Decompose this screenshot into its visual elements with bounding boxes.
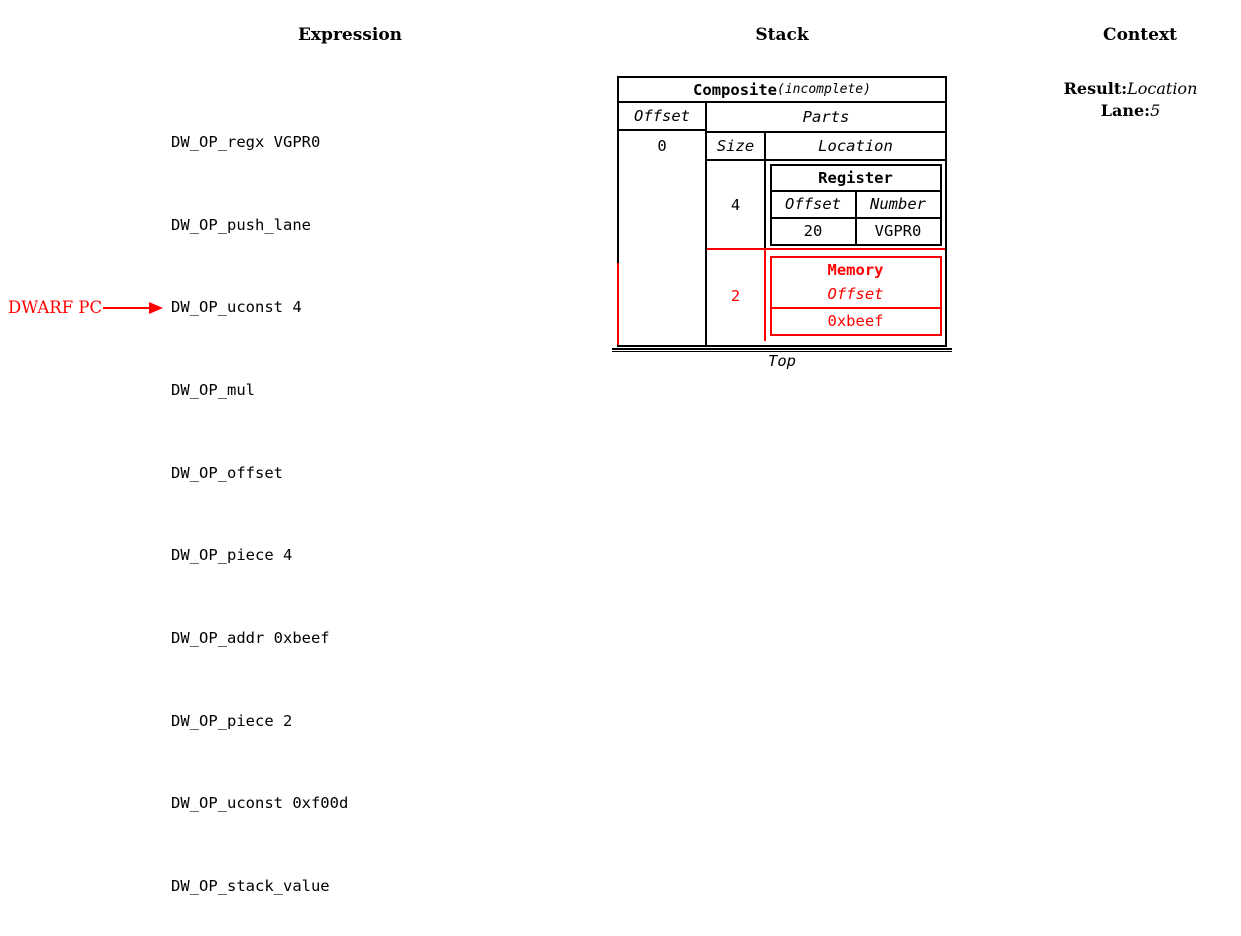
- register-offset-header: Offset: [785, 194, 841, 213]
- expression-line: DW_OP_mul: [171, 381, 255, 400]
- location-register-title: Register: [818, 168, 893, 187]
- expression-line: DW_OP_stack_value: [171, 876, 330, 895]
- context-entry-result: Result:Location: [1020, 78, 1241, 100]
- part-row: 4 Register Offset Number 20 VGPR0: [707, 161, 945, 248]
- part-row: 2 Memory Offset 0xbeef: [707, 248, 945, 341]
- composite-offset-header: Offset: [619, 103, 705, 131]
- context-result-value: Location: [1127, 79, 1198, 98]
- page-title-stack: Stack: [755, 25, 809, 45]
- parts-subheader-row: Size Location: [707, 131, 945, 161]
- expression-list: DW_OP_regx VGPR0 DW_OP_push_lane DW_OP_u…: [171, 74, 348, 936]
- composite-parts-column: Parts Size Location 4 Register Offset Nu…: [707, 103, 945, 345]
- parts-location-header: Location: [818, 137, 893, 155]
- register-offset-value: 20: [803, 221, 823, 240]
- location-memory-values: 0xbeef: [771, 306, 940, 334]
- context-result-key: Result:: [1063, 79, 1128, 98]
- page-title-expression: Expression: [297, 25, 403, 45]
- expression-line: DW_OP_piece 2: [171, 711, 293, 730]
- part-size-value: 4: [707, 161, 766, 248]
- register-number-header: Number: [854, 191, 940, 217]
- memory-offset-value: 0xbeef: [827, 311, 884, 330]
- context-entry-lane: Lane:5: [1020, 100, 1241, 122]
- stack-base-rule: [612, 348, 952, 352]
- composite-state-label: (incomplete): [777, 82, 871, 97]
- composite-parts-header: Parts: [802, 108, 850, 126]
- location-register-box: Register Offset Number 20 VGPR0: [769, 163, 942, 246]
- expression-line: DW_OP_regx VGPR0: [171, 133, 321, 152]
- location-register-values: 20 VGPR0: [771, 216, 940, 244]
- context-lane-value: 5: [1150, 101, 1161, 120]
- composite-kind-label: Composite: [693, 80, 778, 99]
- context-block: Result:Location Lane:5: [1020, 78, 1241, 122]
- dwarf-pc-label: DWARF PC: [8, 297, 103, 317]
- part-location-cell: Register Offset Number 20 VGPR0: [766, 161, 945, 248]
- location-memory-box: Memory Offset 0xbeef: [769, 255, 942, 336]
- memory-part-edge-marker: [617, 263, 619, 345]
- stack-entry-composite: Composite(incomplete) Offset 0 Parts Siz…: [617, 76, 947, 347]
- expression-line-current: DW_OP_uconst 0xf00d: [171, 794, 349, 813]
- expression-line: DW_OP_offset: [171, 463, 283, 482]
- composite-header: Composite(incomplete): [619, 78, 945, 103]
- location-memory-headers: Offset: [772, 282, 940, 307]
- expression-line: DW_OP_addr 0xbeef: [171, 628, 330, 647]
- location-memory-title: Memory: [827, 260, 884, 279]
- composite-offset-value: 0: [657, 137, 667, 155]
- register-number-value: VGPR0: [854, 218, 940, 244]
- expression-line: DW_OP_uconst 4: [171, 298, 302, 317]
- page-title-context: Context: [1103, 25, 1177, 45]
- context-lane-key: Lane:: [1100, 101, 1151, 120]
- location-register-headers: Offset Number: [771, 189, 940, 217]
- expression-line: DW_OP_piece 4: [171, 546, 293, 565]
- composite-offset-column: Offset 0: [617, 103, 707, 345]
- stack-top-label: Top: [768, 352, 796, 370]
- memory-offset-header: Offset: [827, 284, 884, 303]
- parts-size-header: Size: [707, 133, 766, 159]
- part-location-cell: Memory Offset 0xbeef: [766, 250, 945, 341]
- composite-body: Offset 0 Parts Size Location 4 Register …: [617, 103, 945, 345]
- expression-line: DW_OP_push_lane: [171, 215, 311, 234]
- part-size-value: 2: [707, 250, 766, 341]
- dwarf-pc-marker: DWARF PC: [8, 297, 165, 319]
- arrow-right-icon: [103, 302, 165, 314]
